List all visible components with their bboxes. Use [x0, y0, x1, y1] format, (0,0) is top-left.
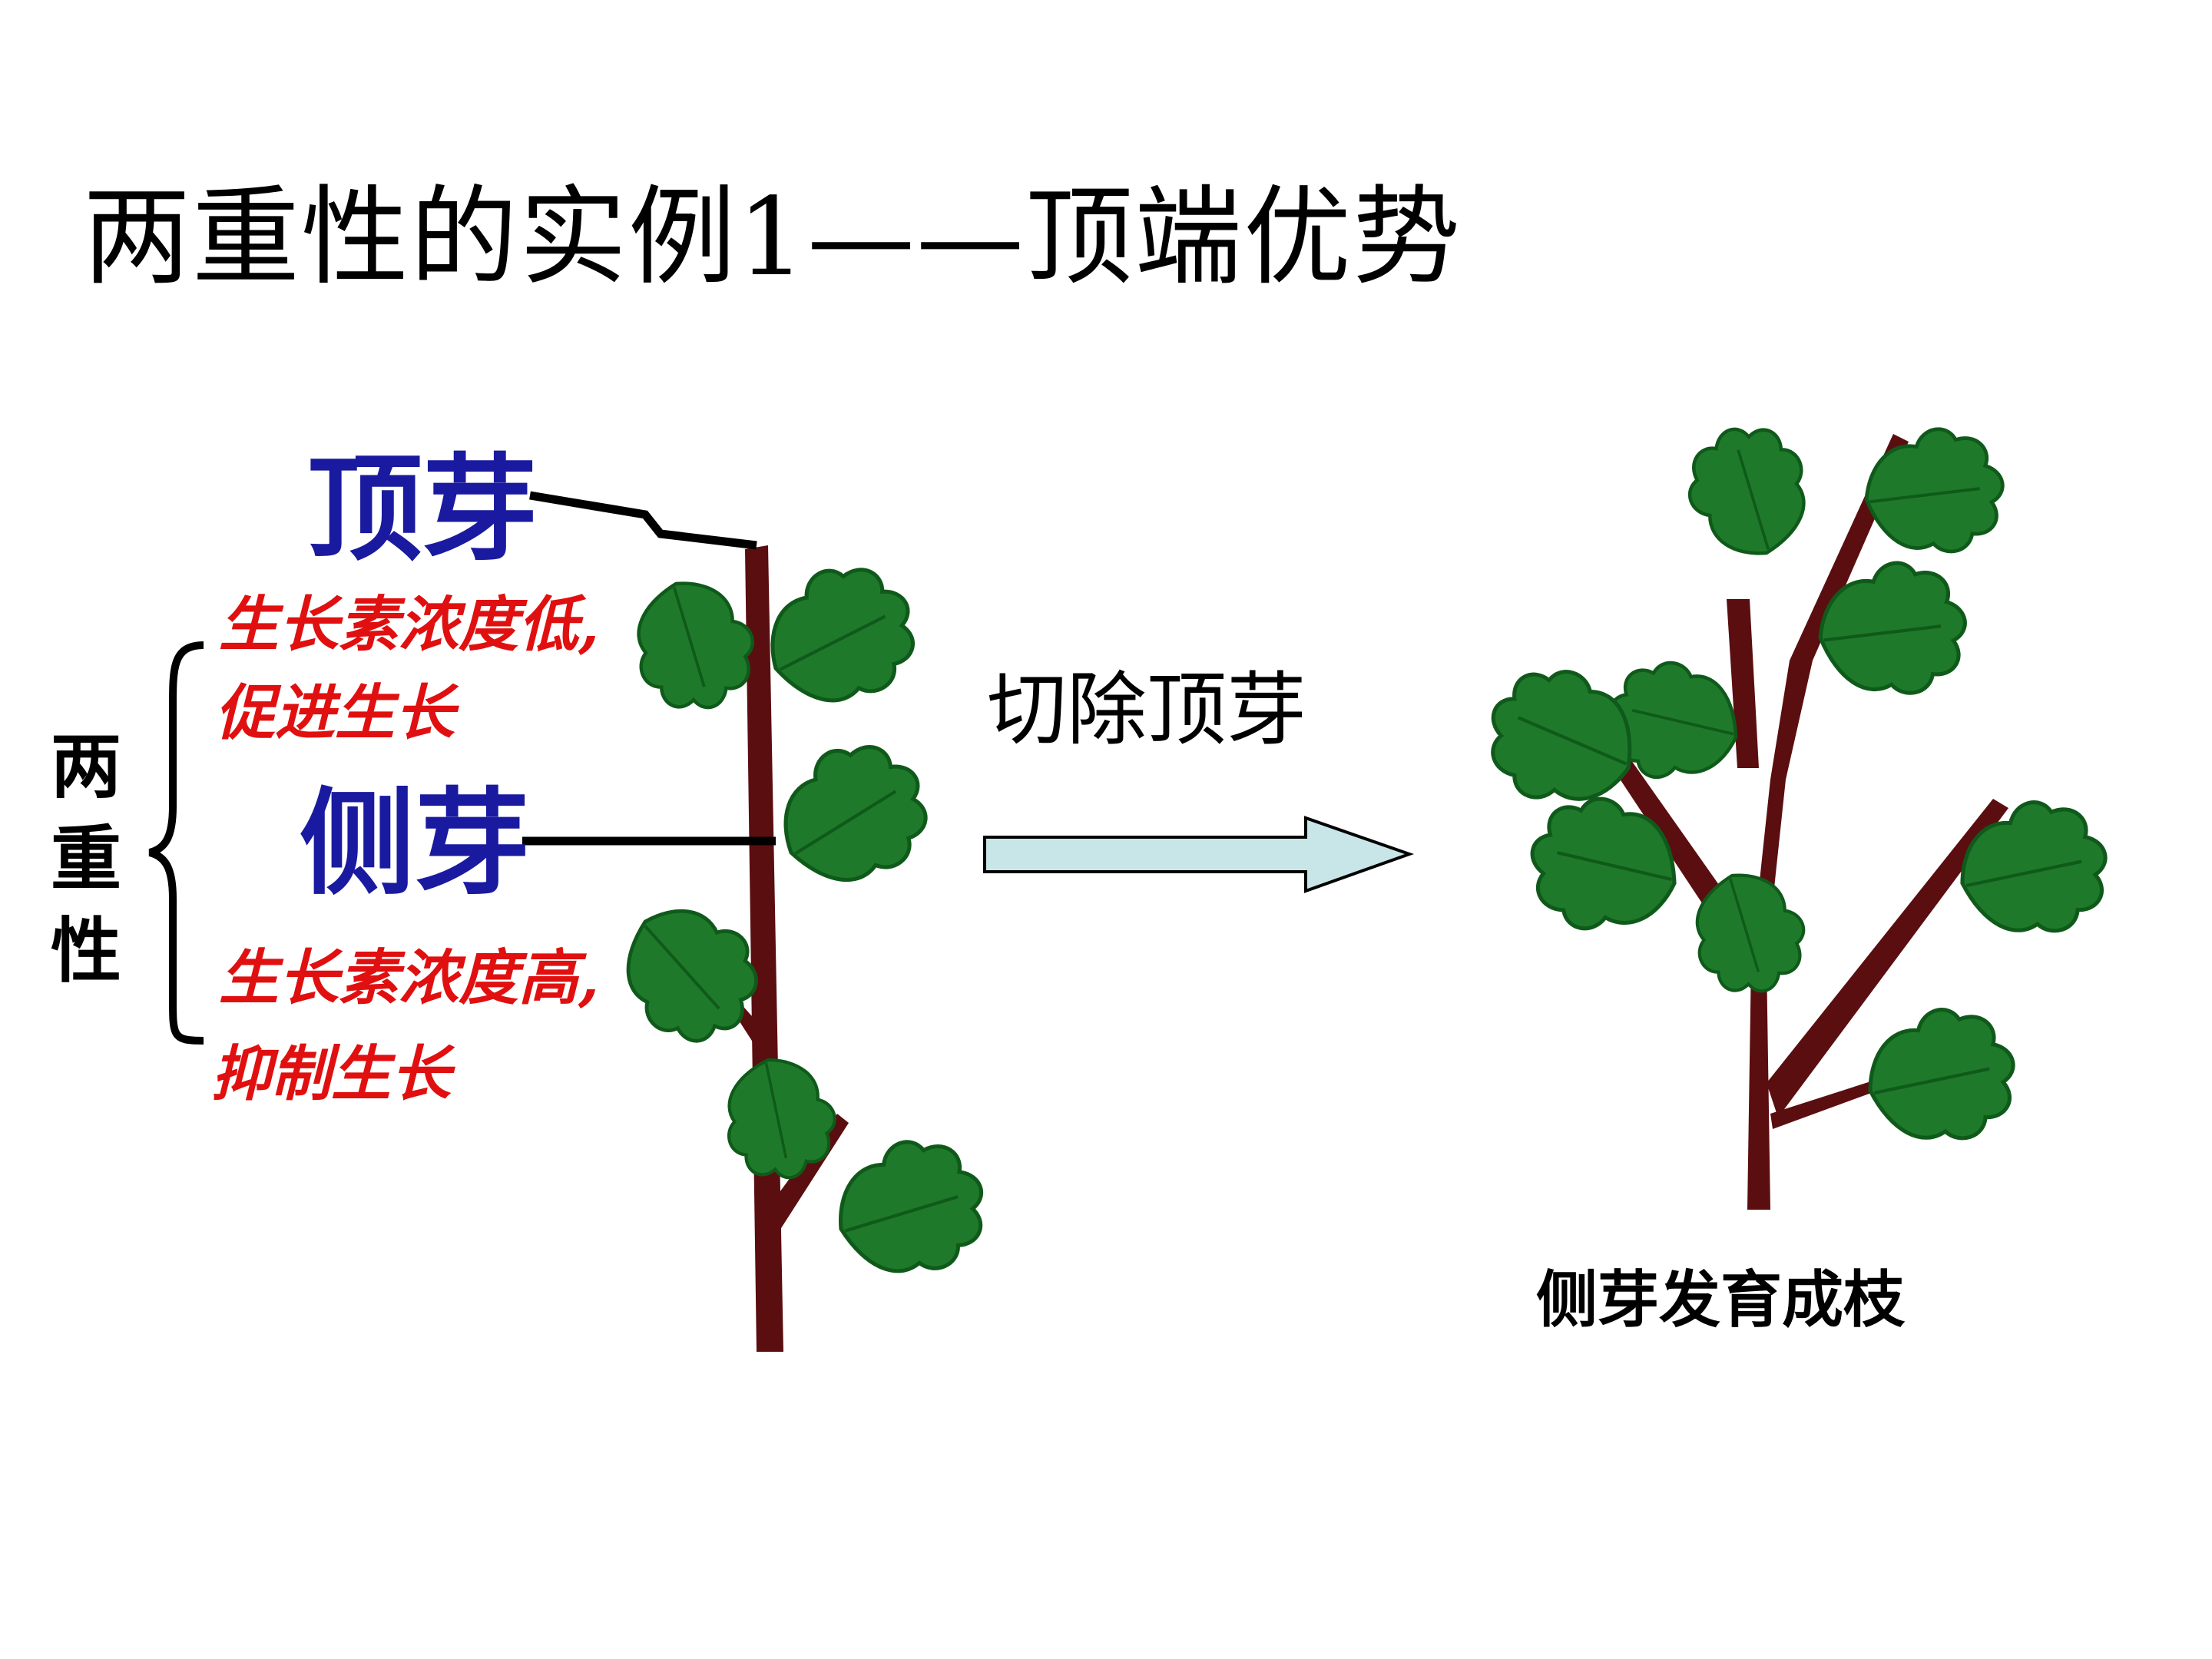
apical-bud-pointer	[529, 491, 757, 550]
leaf	[1673, 411, 1825, 571]
arrow-label: 切除顶芽	[987, 663, 1306, 757]
apical-bud-label: 顶芽	[307, 443, 538, 577]
duality-char-2: 重	[51, 818, 121, 900]
right-lower-branch	[1770, 1079, 1882, 1129]
apical-note-line1: 生长素浓度低,	[219, 590, 599, 660]
apical-note-line2: 促进生长	[215, 678, 459, 748]
leaf	[1856, 419, 2012, 565]
slide-title: 两重性的实例1——顶端优势	[83, 175, 1462, 300]
duality-char-3: 性	[51, 910, 121, 992]
leaf	[746, 543, 937, 729]
leaf	[1947, 787, 2121, 952]
lateral-note-line2: 抑制生长	[211, 1039, 455, 1109]
leaf	[712, 1047, 847, 1190]
leaf	[1471, 652, 1652, 825]
leaf	[820, 1122, 1002, 1295]
lateral-note-line1: 生长素浓度高,	[219, 943, 599, 1013]
right-caption: 侧芽发育成枝	[1536, 1264, 1906, 1336]
left-plant	[598, 543, 1002, 1352]
right-right-branch	[1767, 799, 2008, 1118]
duality-brace	[148, 641, 204, 1045]
duality-char-1: 两	[51, 726, 121, 808]
leaf	[757, 720, 951, 910]
right-plant	[1471, 411, 2121, 1210]
leaf	[1855, 995, 2029, 1159]
lateral-bud-label: 侧芽	[300, 777, 530, 911]
right-arrow	[983, 816, 1415, 893]
